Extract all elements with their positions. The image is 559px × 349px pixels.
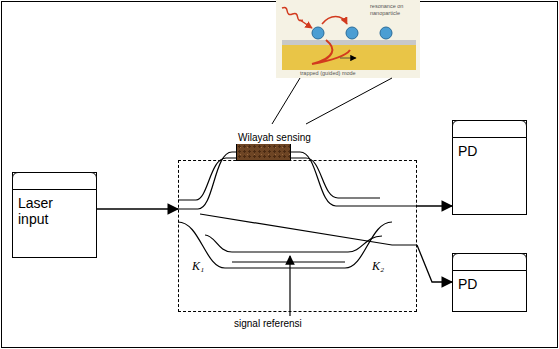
box-header [452,120,527,138]
reference-arrow [289,256,290,316]
box-label: Laser input [13,173,74,227]
box-header [12,172,97,190]
leader-line [272,78,300,124]
box-header [452,253,527,271]
arrow-connector [417,205,452,206]
signal-label: signal referensi [232,318,304,330]
coupler-label: K₁ [191,259,205,274]
laser-source-box: Laser input [12,172,97,258]
inset-label: resonance on nanoparticle [370,3,418,17]
waveguides [178,152,417,268]
photodetector-box: PD [452,120,527,215]
nanoparticle-inset [276,0,420,78]
arrow-connector [417,245,452,282]
interferometer-region: K₁K₂Wilayah sensing [178,160,417,312]
arrow-connector [97,208,178,209]
leader-line [306,78,392,124]
sensing-patch [236,143,291,161]
coupler-label: K₂ [371,259,385,274]
sensing-region: Wilayah sensing [236,127,316,179]
box-label: PD [453,121,522,159]
box-label: PD [453,254,522,292]
region-label: Wilayah sensing [236,132,313,144]
inset-label: trapped (guided) mode [300,70,356,77]
photodetector-box: PD [452,253,527,312]
